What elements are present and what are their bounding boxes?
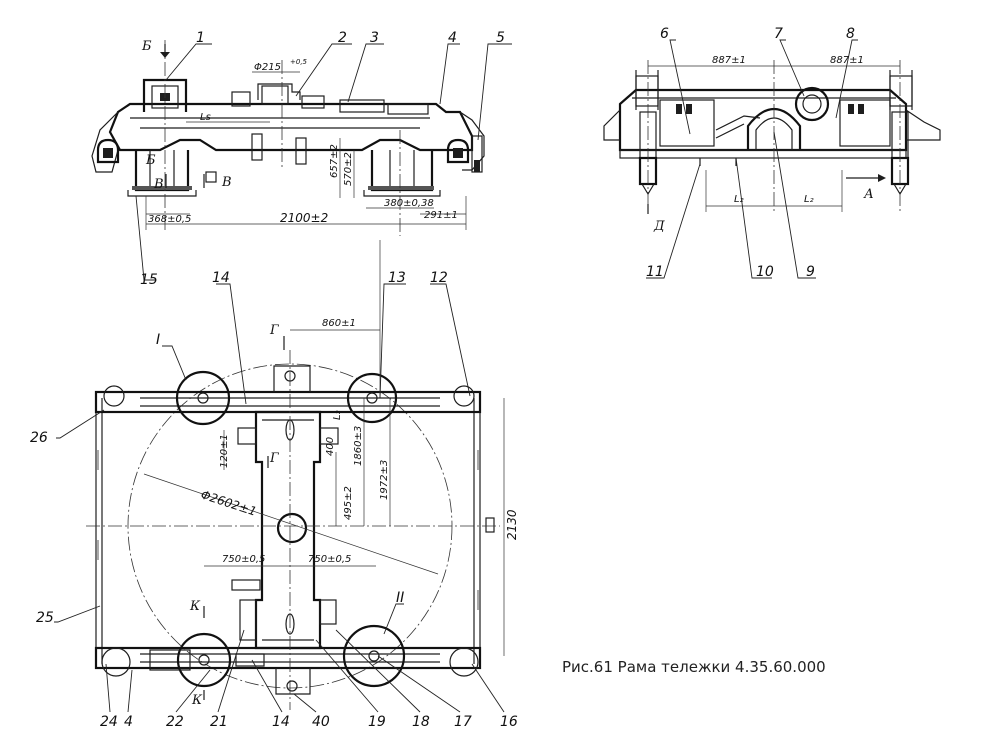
dim-860: 860±1 — [322, 318, 356, 329]
callout-4: 4 — [448, 30, 457, 46]
dim-phi215-tolerance: +0,5 — [290, 58, 308, 66]
section-mark-v-right: В — [221, 175, 232, 190]
callout-labels: 1 2 3 4 5 6 7 8 9 10 11 12 13 14 15 I 26… — [30, 26, 855, 730]
dim-291: 291±1 — [424, 210, 458, 221]
callout-24: 24 — [100, 714, 118, 730]
callout-14-top: 14 — [212, 270, 230, 286]
callout-section-I: I — [156, 332, 160, 348]
end-elevation-view — [603, 60, 941, 214]
section-mark-k-top: К — [189, 599, 201, 614]
callout-10: 10 — [756, 264, 774, 280]
callout-5: 5 — [496, 30, 505, 46]
dim-1972: 1972±3 — [379, 460, 390, 500]
callout-11: 11 — [646, 264, 664, 280]
dim-368: 368±0,5 — [148, 214, 191, 225]
callout-26: 26 — [30, 430, 48, 446]
callout-40: 40 — [312, 714, 330, 730]
dim-ls: Ls — [200, 112, 211, 123]
section-mark-g-mid: Г — [269, 451, 279, 466]
view-mark-a: А — [863, 187, 874, 202]
callout-15: 15 — [140, 272, 158, 288]
dim-400: 400 — [325, 437, 336, 456]
dim-887-right: 887±1 — [830, 55, 864, 66]
dim-380: 380±0,38 — [384, 198, 434, 209]
figure-caption: Рис.61 Рама тележки 4.35.60.000 — [562, 658, 826, 676]
dim-l2-left: L₂ — [734, 194, 744, 205]
callout-14-bottom: 14 — [272, 714, 290, 730]
dim-887-left: 887±1 — [712, 55, 746, 66]
callout-19: 19 — [368, 714, 386, 730]
dim-120: 120±1 — [219, 434, 230, 468]
dim-phi2602: Φ2602±1 — [199, 488, 258, 519]
callout-9: 9 — [806, 264, 815, 280]
plan-view — [86, 240, 505, 710]
dim-570: 570±2 — [343, 152, 354, 186]
callout-18: 18 — [412, 714, 430, 730]
dim-2100: 2100±2 — [280, 211, 328, 225]
dim-1860: 1860±3 — [353, 426, 364, 466]
callout-12: 12 — [430, 270, 448, 286]
dim-l2-right: L₂ — [804, 194, 814, 205]
dim-2130: 2130 — [505, 509, 519, 540]
callout-16: 16 — [500, 714, 518, 730]
section-mark-k-bottom: К — [191, 693, 203, 708]
section-mark-v-left: В — [153, 177, 164, 192]
callout-section-II: II — [396, 590, 404, 606]
dim-750-left: 750±0,5 — [222, 554, 265, 565]
leader-lines — [54, 39, 858, 713]
callout-1: 1 — [196, 30, 205, 46]
callout-3: 3 — [370, 30, 379, 46]
callout-6: 6 — [660, 26, 669, 42]
side-elevation-view — [91, 40, 485, 236]
callout-21: 21 — [210, 714, 228, 730]
callout-17: 17 — [454, 714, 472, 730]
callout-2: 2 — [338, 30, 347, 46]
callout-4-bottom: 4 — [124, 714, 133, 730]
callout-22: 22 — [166, 714, 184, 730]
dim-495: 495±2 — [343, 486, 354, 520]
dim-phi215: Φ215 — [254, 62, 281, 73]
callout-8: 8 — [846, 26, 855, 42]
dim-750-right: 750±0,5 — [308, 554, 351, 565]
section-mark-b-mid: Б — [145, 153, 156, 168]
section-marks: Б Б В В Г Г К К А Д — [141, 39, 874, 708]
dim-657: 657±2 — [329, 144, 340, 178]
callout-13: 13 — [388, 270, 406, 286]
callout-7: 7 — [774, 26, 783, 42]
section-mark-b-top: Б — [141, 39, 152, 54]
callout-25: 25 — [36, 610, 54, 626]
section-mark-g-top: Г — [269, 323, 279, 338]
dim-l2-plan: L₂ — [332, 410, 343, 420]
view-mark-d: Д — [653, 219, 665, 234]
